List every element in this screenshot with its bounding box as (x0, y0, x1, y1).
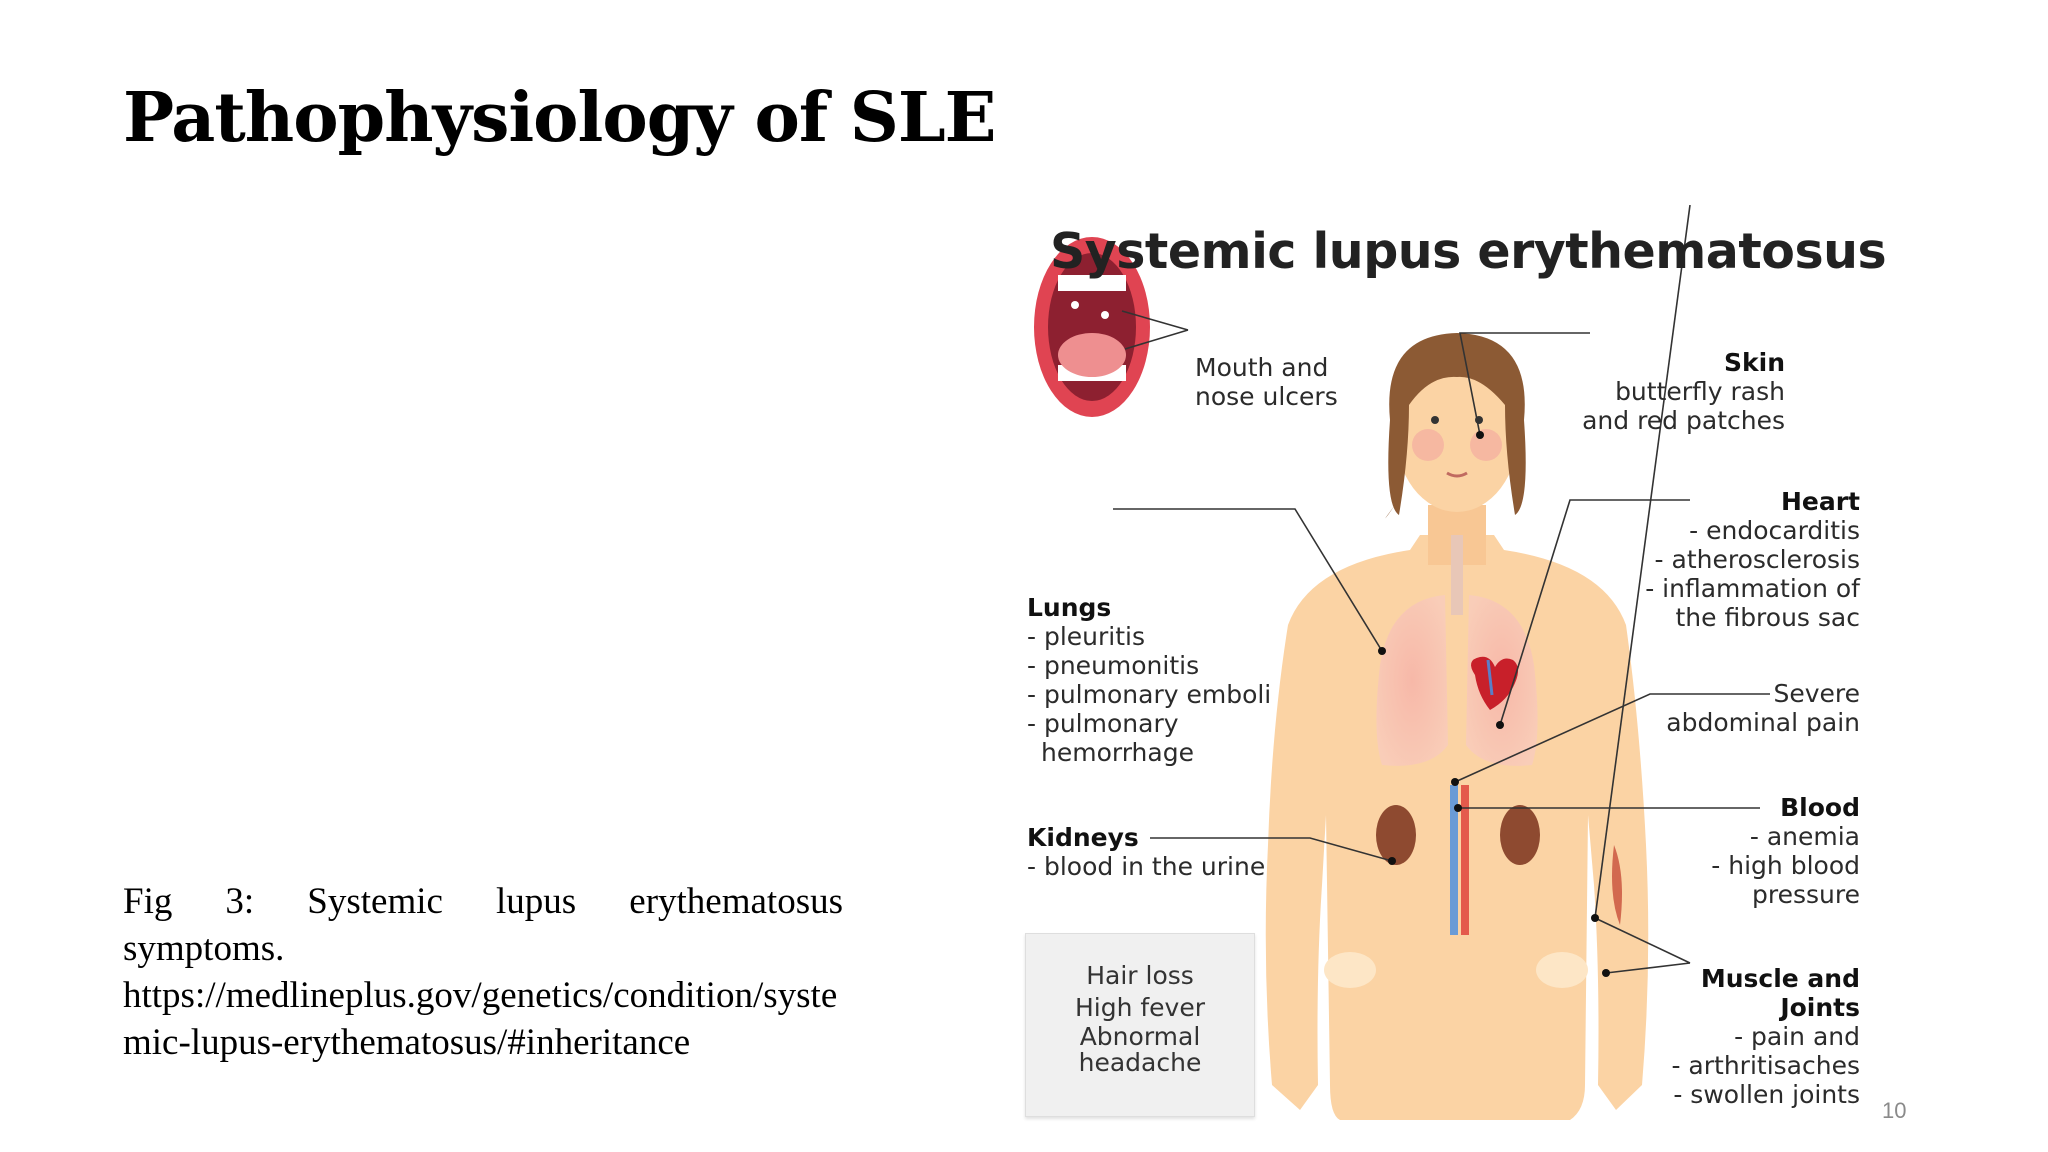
body-illustration (1034, 205, 1770, 1120)
body-silhouette (1265, 333, 1649, 1120)
forearm-muscle (1612, 845, 1622, 925)
pointer-dots (1378, 431, 1610, 977)
page-number: 10 (1882, 1098, 1907, 1123)
muscle-joints-label: Muscle and Joints - pain and - arthritis… (1671, 964, 1860, 1109)
heart-label: Heart - endocarditis - atherosclerosis -… (1645, 487, 1860, 632)
caption-line-2: symptoms. (123, 928, 285, 969)
lungs-label: Lungs - pleuritis - pneumonitis - pulmon… (1027, 593, 1272, 767)
sle-figure: Systemic lupus erythematosus Mouth and n… (1010, 205, 1890, 1125)
figure-title: Systemic lupus erythematosus (1050, 223, 1887, 280)
caption-url: https://medlineplus.gov/genetics/conditi… (123, 975, 838, 1063)
blood-label: Blood - anemia - high blood pressure (1711, 793, 1860, 909)
mouth-label: Mouth and nose ulcers (1195, 353, 1338, 411)
mouth-illustration (1034, 237, 1150, 417)
other-symptoms-box: Hair loss High fever Abnormal headache (1025, 933, 1255, 1117)
abdomen-label: Severe abdominal pain (1666, 679, 1860, 737)
figure-caption: Fig 3: Systemic lupus erythematosus symp… (123, 878, 843, 1066)
heart (1471, 656, 1519, 710)
skin-label: Skin butterfly rash and red patches (1582, 348, 1785, 435)
kidneys (1376, 785, 1540, 935)
slide-title: Pathophysiology of SLE (123, 78, 996, 158)
caption-line-1: Fig 3: Systemic lupus erythematosus (123, 881, 843, 922)
pointer-lines (1113, 205, 1770, 974)
kidneys-label: Kidneys - blood in the urine (1027, 823, 1266, 881)
